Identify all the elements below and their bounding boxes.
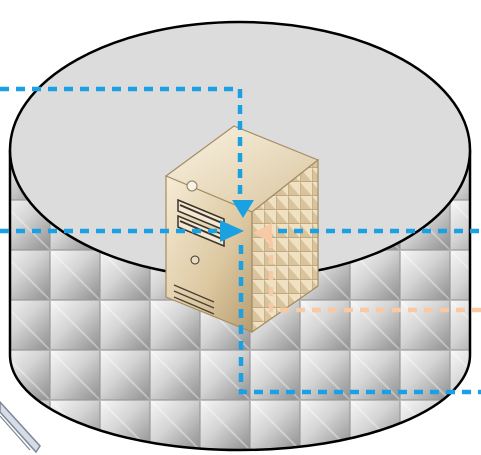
status-light-icon <box>191 256 199 264</box>
corner-fragment-icon <box>0 402 40 452</box>
power-button-icon <box>187 181 197 191</box>
